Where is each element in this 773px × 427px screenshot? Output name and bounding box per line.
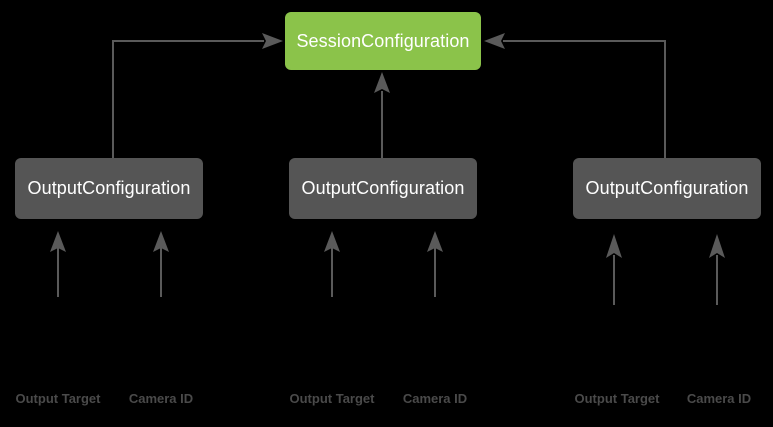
- edge-left-output-to-session: [112, 33, 283, 158]
- edge-input-2: [153, 231, 169, 297]
- node-output-configuration-3[interactable]: OutputConfiguration: [573, 158, 761, 219]
- edge-input-4: [427, 231, 443, 297]
- node-output-configuration-1-label: OutputConfiguration: [27, 178, 191, 198]
- input-label-camera-id-1: Camera ID: [128, 391, 194, 406]
- node-session-configuration-label: SessionConfiguration: [296, 30, 470, 51]
- input-label-output-target-1: Output Target: [15, 391, 101, 406]
- node-output-configuration-2-label: OutputConfiguration: [301, 178, 465, 198]
- node-session-configuration[interactable]: SessionConfiguration: [285, 12, 481, 70]
- node-output-configuration-2[interactable]: OutputConfiguration: [289, 158, 477, 219]
- input-label-camera-id-3: Camera ID: [686, 391, 752, 406]
- edge-middle-output-to-session: [374, 72, 390, 158]
- input-label-camera-id-2: Camera ID: [402, 391, 468, 406]
- node-output-configuration-3-label: OutputConfiguration: [585, 178, 749, 198]
- input-label-output-target-3: Output Target: [574, 391, 660, 406]
- input-label-output-target-2: Output Target: [289, 391, 375, 406]
- edge-input-3: [324, 231, 340, 297]
- edge-right-output-to-session: [484, 33, 666, 158]
- edge-input-6: [709, 234, 725, 305]
- edge-input-5: [606, 234, 622, 305]
- edge-input-1: [50, 231, 66, 297]
- node-output-configuration-1[interactable]: OutputConfiguration: [15, 158, 203, 219]
